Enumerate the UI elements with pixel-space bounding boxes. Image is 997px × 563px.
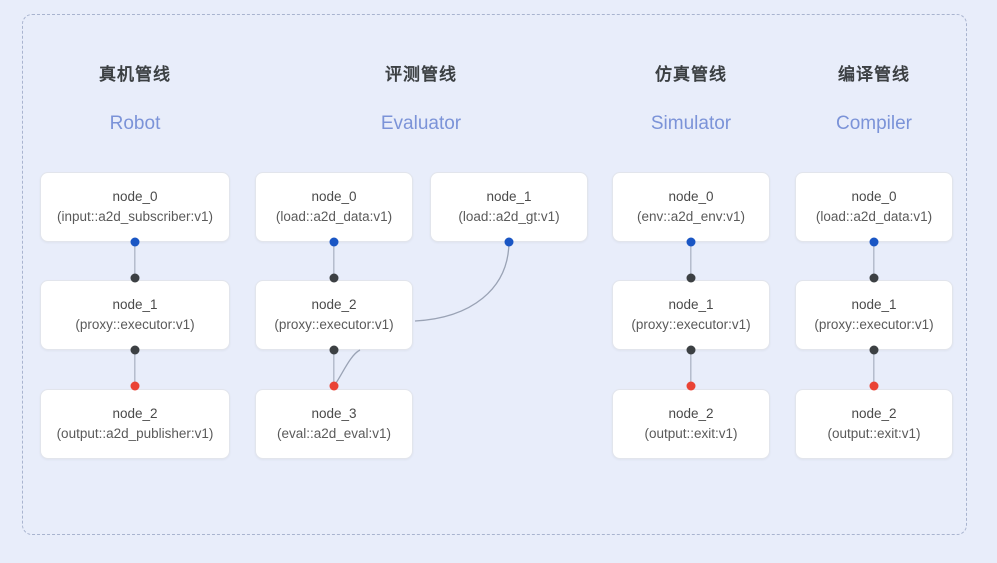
port-output-robot-node-1[interactable] [130,345,140,355]
port-output-comp-node-0[interactable] [869,237,879,247]
node-subtitle: (proxy::executor:v1) [75,317,195,332]
edge-sim-1-to-2 [690,350,692,386]
node-title: node_2 [668,406,714,421]
node-title: node_2 [311,297,357,312]
port-input-robot-node-2[interactable] [130,381,140,391]
port-input-eval-node-3[interactable] [329,381,339,391]
port-input-sim-node-1[interactable] [686,273,696,283]
node-comp-node-2[interactable]: node_2 (output::exit:v1) [795,389,953,459]
node-eval-node-3[interactable]: node_3 (eval::a2d_eval:v1) [255,389,413,459]
node-subtitle: (load::a2d_data:v1) [815,209,933,224]
node-title: node_2 [112,406,158,421]
node-subtitle: (output::exit:v1) [827,426,921,441]
node-robot-node-1[interactable]: node_1 (proxy::executor:v1) [40,280,230,350]
node-comp-node-0[interactable]: node_0 (load::a2d_data:v1) [795,172,953,242]
node-comp-node-1[interactable]: node_1 (proxy::executor:v1) [795,280,953,350]
port-output-eval-node-1[interactable] [504,237,514,247]
node-title: node_1 [112,297,158,312]
node-subtitle: (input::a2d_subscriber:v1) [56,209,214,224]
node-subtitle: (proxy::executor:v1) [274,317,394,332]
node-eval-node-1[interactable]: node_1 (load::a2d_gt:v1) [430,172,588,242]
node-subtitle: (load::a2d_data:v1) [275,209,393,224]
node-title: node_3 [311,406,357,421]
port-input-eval-node-2[interactable] [329,273,339,283]
node-subtitle: (output::exit:v1) [644,426,738,441]
port-output-sim-node-1[interactable] [686,345,696,355]
node-subtitle: (env::a2d_env:v1) [636,209,746,224]
edge-robot-1-to-2 [134,350,136,386]
node-title: node_0 [851,189,897,204]
node-eval-node-0[interactable]: node_0 (load::a2d_data:v1) [255,172,413,242]
node-title: node_0 [668,189,714,204]
edge-eval-0-to-2 [333,242,335,278]
node-title: node_1 [668,297,714,312]
port-output-comp-node-1[interactable] [869,345,879,355]
node-eval-node-2[interactable]: node_2 (proxy::executor:v1) [255,280,413,350]
edge-robot-0-to-1 [134,242,136,278]
edge-sim-0-to-1 [690,242,692,278]
node-robot-node-2[interactable]: node_2 (output::a2d_publisher:v1) [40,389,230,459]
node-subtitle: (proxy::executor:v1) [631,317,751,332]
node-title: node_1 [851,297,897,312]
node-subtitle: (eval::a2d_eval:v1) [276,426,392,441]
node-sim-node-1[interactable]: node_1 (proxy::executor:v1) [612,280,770,350]
node-sim-node-2[interactable]: node_2 (output::exit:v1) [612,389,770,459]
port-output-eval-node-0[interactable] [329,237,339,247]
port-input-sim-node-2[interactable] [686,381,696,391]
edge-comp-0-to-1 [873,242,875,278]
port-input-comp-node-2[interactable] [869,381,879,391]
node-subtitle: (output::a2d_publisher:v1) [56,426,214,441]
node-subtitle: (load::a2d_gt:v1) [458,209,560,224]
edge-comp-1-to-2 [873,350,875,386]
port-input-comp-node-1[interactable] [869,273,879,283]
node-sim-node-0[interactable]: node_0 (env::a2d_env:v1) [612,172,770,242]
node-title: node_0 [112,189,158,204]
port-input-robot-node-1[interactable] [130,273,140,283]
port-output-sim-node-0[interactable] [686,237,696,247]
pipeline-group-frame [22,14,967,535]
node-robot-node-0[interactable]: node_0 (input::a2d_subscriber:v1) [40,172,230,242]
node-title: node_2 [851,406,897,421]
node-subtitle: (proxy::executor:v1) [814,317,934,332]
port-output-eval-node-2[interactable] [329,345,339,355]
port-output-robot-node-0[interactable] [130,237,140,247]
node-title: node_0 [311,189,357,204]
node-title: node_1 [486,189,532,204]
